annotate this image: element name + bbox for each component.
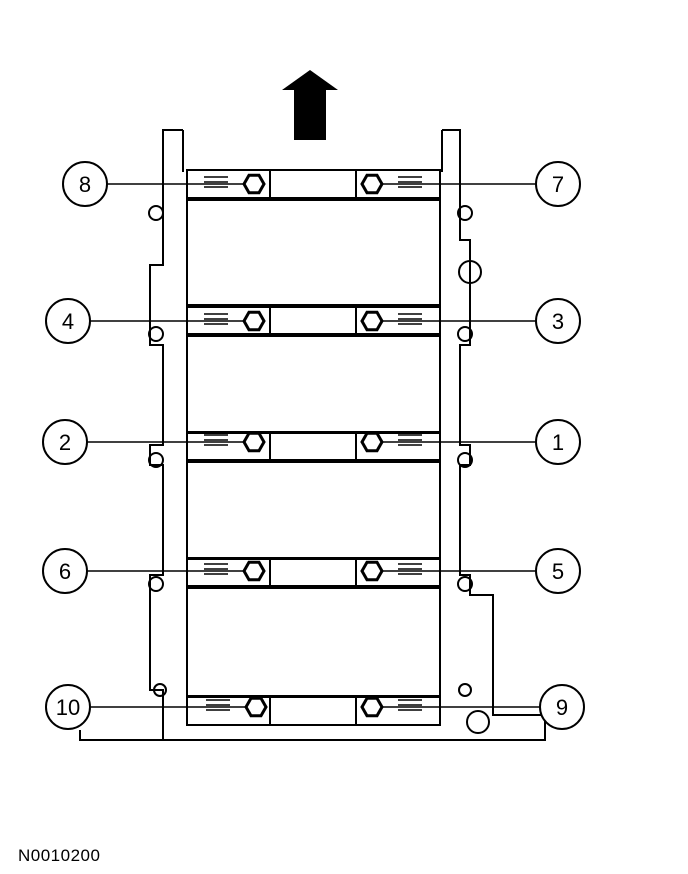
cap-beams <box>186 169 441 726</box>
callout-circle-5 <box>535 548 581 594</box>
callout-circle-4 <box>45 298 91 344</box>
callout-label-8: 8 <box>79 172 91 197</box>
hex-bolt-icon <box>244 696 268 718</box>
thread-marks <box>204 176 422 711</box>
hex-bolt-icon <box>242 173 266 195</box>
bearing-cap-frame <box>79 129 546 741</box>
callout-label-3: 3 <box>552 309 564 334</box>
callout-circle-1 <box>535 419 581 465</box>
callout-circle-6 <box>42 548 88 594</box>
hex-bolt-icon <box>242 310 266 332</box>
callout-label-4: 4 <box>62 309 74 334</box>
callout-circle-3 <box>535 298 581 344</box>
callout-label-9: 9 <box>556 695 568 720</box>
callout-circle-8 <box>62 161 108 207</box>
callout-circle-7 <box>535 161 581 207</box>
callout-circle-9 <box>539 684 585 730</box>
callout-label-7: 7 <box>552 172 564 197</box>
dowel-holes <box>148 205 490 734</box>
callout-circle-2 <box>42 419 88 465</box>
hex-bolt-icon <box>242 431 266 453</box>
bearing-window-1 <box>186 199 441 306</box>
bearing-window-3 <box>186 461 441 559</box>
callout-label-6: 6 <box>59 559 71 584</box>
hex-bolt-icon <box>360 173 384 195</box>
callout-label-5: 5 <box>552 559 564 584</box>
bearing-window-4 <box>186 587 441 697</box>
front-direction-arrow-icon <box>282 70 338 140</box>
callout-label-10: 10 <box>56 695 80 720</box>
bearing-window-2 <box>186 335 441 433</box>
hex-bolt-icon <box>360 431 384 453</box>
hex-bolt-icon <box>360 696 384 718</box>
hex-bolt-icon <box>360 560 384 582</box>
hex-bolt-icon <box>242 560 266 582</box>
callout-label-2: 2 <box>59 430 71 455</box>
figure-id: N0010200 <box>18 846 101 865</box>
hex-bolt-icon <box>360 310 384 332</box>
callout-label-1: 1 <box>552 430 564 455</box>
callout-circle-10 <box>45 684 91 730</box>
